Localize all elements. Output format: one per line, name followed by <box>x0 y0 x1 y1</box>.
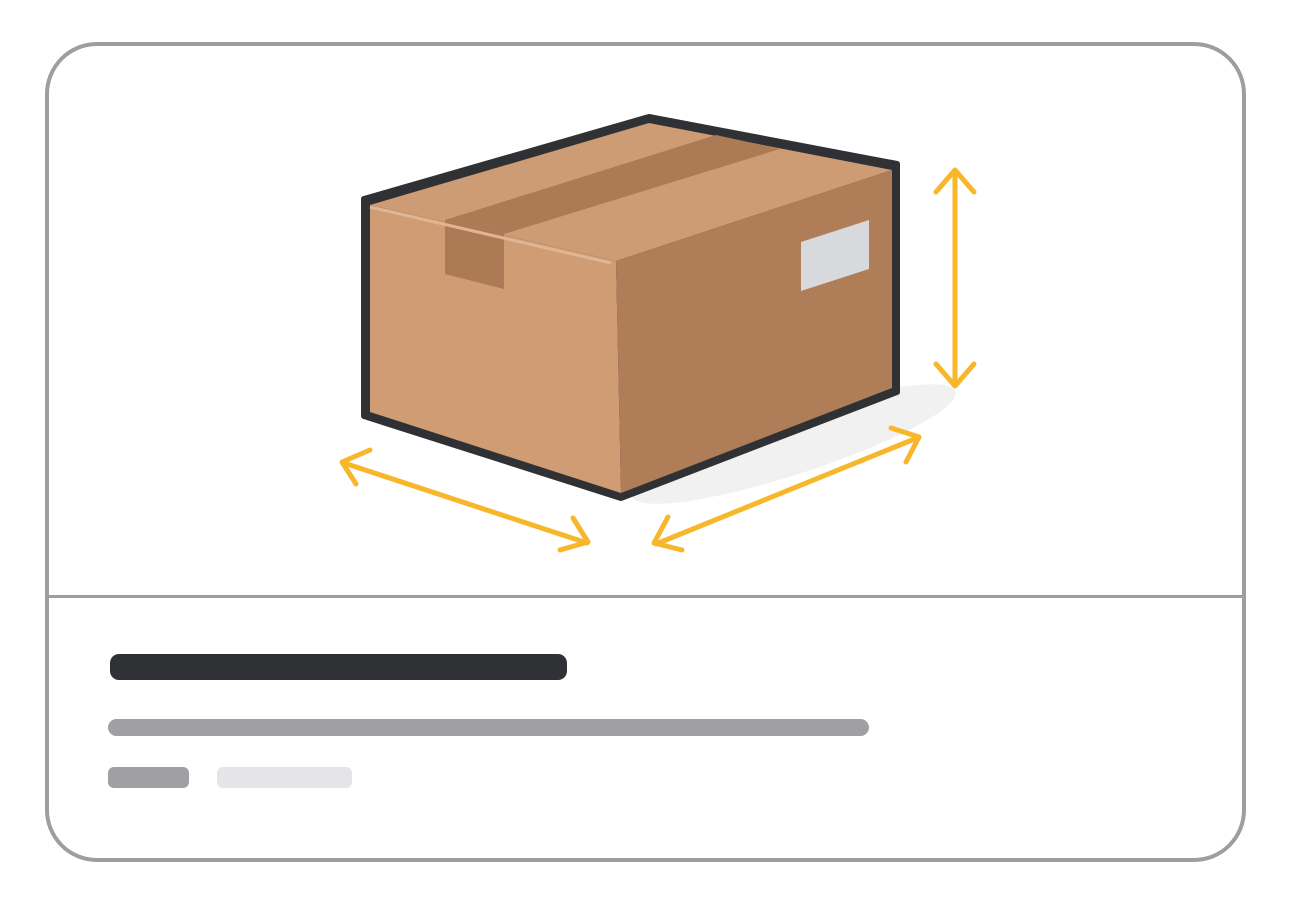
tag-placeholder-primary <box>108 767 189 788</box>
box-illustration <box>339 114 977 553</box>
box-shadow <box>632 384 956 504</box>
box-tape-front <box>445 220 504 289</box>
shipping-label-icon <box>801 220 869 291</box>
box-icon <box>361 114 900 501</box>
box-edge-highlight <box>369 205 612 265</box>
subtitle-placeholder <box>108 719 869 736</box>
box-tape-top <box>445 135 780 234</box>
height-arrow-icon <box>933 167 977 389</box>
title-placeholder <box>110 654 567 680</box>
product-card[interactable] <box>45 42 1246 862</box>
tag-placeholder-secondary <box>217 767 352 788</box>
card-divider <box>49 595 1242 598</box>
box-front-face <box>370 205 621 493</box>
width-arrow-icon <box>651 425 922 553</box>
length-arrow-icon <box>339 447 591 553</box>
